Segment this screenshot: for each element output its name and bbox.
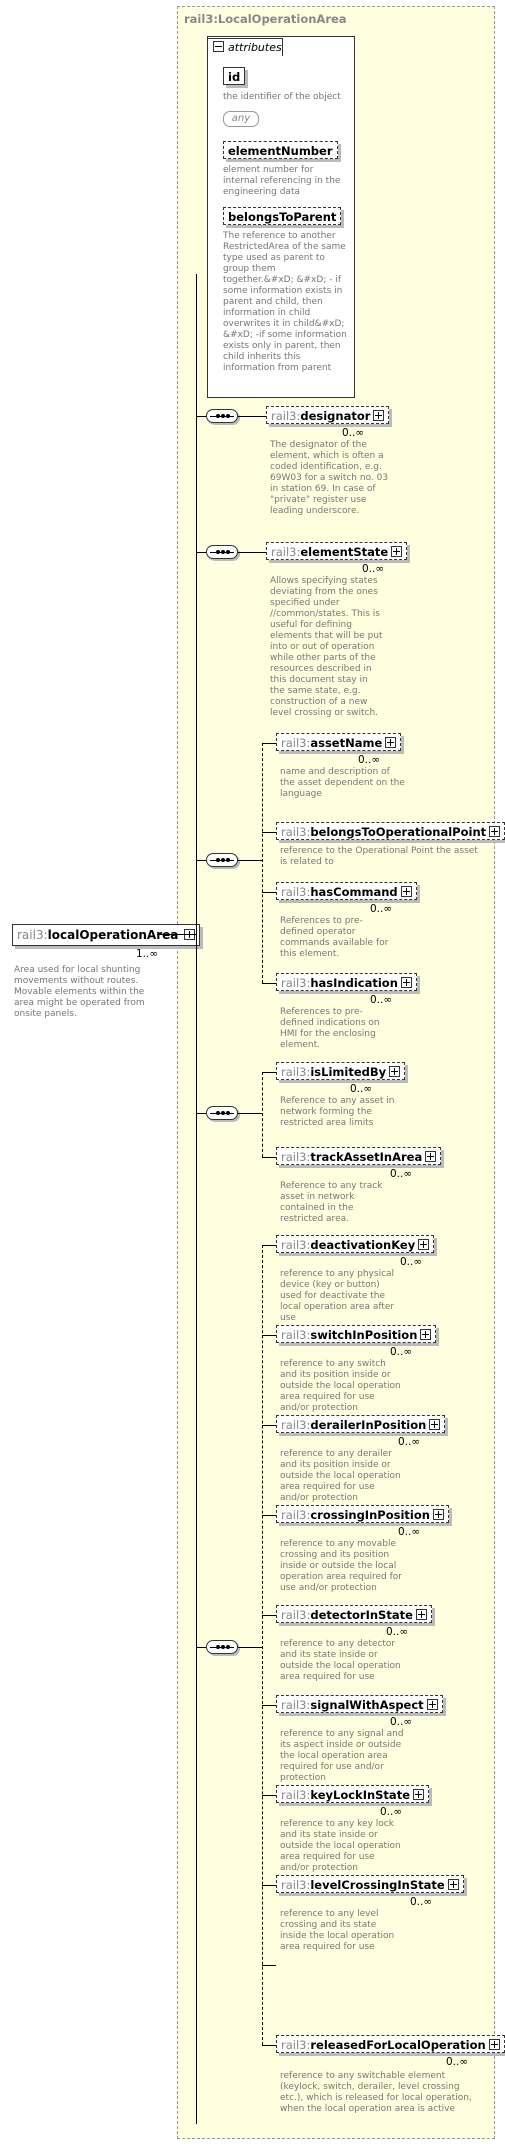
element-derailerInPosition[interactable]: rail3:derailerInPosition xyxy=(276,1415,446,1433)
collapse-icon[interactable] xyxy=(213,41,224,52)
element-detectorInState[interactable]: rail3:detectorInState xyxy=(276,1605,432,1623)
expand-icon[interactable] xyxy=(389,1066,401,1077)
element-crossingInPosition[interactable]: rail3:crossingInPosition xyxy=(276,1505,449,1523)
mult-switchInPosition: 0..∞ xyxy=(390,1346,413,1358)
main-spine xyxy=(196,274,197,2124)
mult-hasIndication: 0..∞ xyxy=(370,994,393,1006)
mult-designator: 0..∞ xyxy=(342,427,365,439)
element-elementState[interactable]: rail3:elementState xyxy=(266,542,408,560)
element-designator[interactable]: rail3:designator xyxy=(266,406,390,424)
expand-icon[interactable] xyxy=(415,1609,427,1620)
expand-icon[interactable] xyxy=(373,410,385,421)
desc-trackAssetInArea: Reference to any track asset in network … xyxy=(280,1181,383,1224)
element-keyLockInState[interactable]: rail3:keyLockInState xyxy=(276,1785,429,1803)
desc-switchInPosition: reference to any switch and its position… xyxy=(280,1359,401,1413)
sequence-4 xyxy=(206,1106,238,1120)
mult-trackAssetInArea: 0..∞ xyxy=(390,1168,413,1180)
expand-icon[interactable] xyxy=(420,1329,432,1340)
element-levelCrossingInState[interactable]: rail3:levelCrossingInState xyxy=(276,1875,464,1893)
attr-belongsToParent[interactable]: belongsToParent xyxy=(223,207,342,225)
mult-signalWithAspect: 0..∞ xyxy=(390,1716,413,1728)
attr-id-desc: the identifier of the object xyxy=(223,92,341,102)
mult-hasCommand: 0..∞ xyxy=(370,903,393,915)
element-hasIndication[interactable]: rail3:hasIndication xyxy=(276,973,417,991)
attributes-label: attributes xyxy=(228,41,282,54)
sequence-2 xyxy=(206,545,238,559)
desc-keyLockInState: reference to any key lock and its state … xyxy=(280,1819,401,1873)
desc-assetName: name and description of the asset depend… xyxy=(280,767,405,799)
expand-icon[interactable] xyxy=(400,886,412,897)
element-releasedForLocalOperation[interactable]: rail3:releasedForLocalOperation xyxy=(276,2035,505,2053)
expand-icon[interactable] xyxy=(447,1879,459,1890)
mult-elementState: 0..∞ xyxy=(362,563,385,575)
mult-derailerInPosition: 0..∞ xyxy=(398,1436,421,1448)
desc-hasCommand: References to pre-defined operator comma… xyxy=(280,916,389,959)
expand-icon[interactable] xyxy=(400,977,412,988)
desc-crossingInPosition: reference to any movable crossing and it… xyxy=(280,1539,402,1593)
expand-icon[interactable] xyxy=(426,1699,438,1710)
desc-signalWithAspect: reference to any signal and its aspect i… xyxy=(280,1729,404,1783)
expand-icon[interactable] xyxy=(391,546,403,557)
element-belongsToOperationalPoint[interactable]: rail3:belongsToOperationalPoint xyxy=(276,822,505,840)
desc-belongsToOperationalPoint: reference to the Operational Point the a… xyxy=(280,846,478,867)
attr-belongsToParent-desc: The reference to another RestrictedArea … xyxy=(223,231,347,373)
desc-hasIndication: References to pre-defined indications on… xyxy=(280,1007,380,1050)
element-hasCommand[interactable]: rail3:hasCommand xyxy=(276,882,417,900)
desc-deactivationKey: reference to any physical device (key or… xyxy=(280,1269,395,1323)
element-assetName[interactable]: rail3:assetName xyxy=(276,733,402,751)
desc-elementState: Allows specifying states deviating from … xyxy=(270,576,383,718)
mult-deactivationKey: 0..∞ xyxy=(400,1256,423,1268)
element-signalWithAspect[interactable]: rail3:signalWithAspect xyxy=(276,1695,443,1713)
root-element[interactable]: rail3:localOperationArea xyxy=(12,924,201,946)
mult-releasedForLocalOperation: 0..∞ xyxy=(446,2056,469,2068)
mult-assetName: 0..∞ xyxy=(358,754,381,766)
mult-isLimitedBy: 0..∞ xyxy=(350,1083,373,1095)
attributes-tab[interactable]: attributes xyxy=(207,38,283,56)
desc-levelCrossingInState: reference to any level crossing and its … xyxy=(280,1909,395,1952)
sequence-5 xyxy=(206,1640,238,1654)
desc-derailerInPosition: reference to any derailer and its positi… xyxy=(280,1449,401,1503)
element-isLimitedBy[interactable]: rail3:isLimitedBy xyxy=(276,1062,406,1080)
expand-icon[interactable] xyxy=(413,1789,424,1800)
attr-id[interactable]: id xyxy=(223,67,246,85)
element-trackAssetInArea[interactable]: rail3:trackAssetInArea xyxy=(276,1147,442,1165)
mult-keyLockInState: 0..∞ xyxy=(380,1806,403,1818)
desc-releasedForLocalOperation: reference to any switchable element (key… xyxy=(280,2071,472,2114)
sequence-1 xyxy=(206,409,238,423)
mult-detectorInState: 0..∞ xyxy=(386,1626,409,1638)
attr-elementNumber-desc: element number for internal referencing … xyxy=(223,165,341,197)
element-switchInPosition[interactable]: rail3:switchInPosition xyxy=(276,1325,437,1343)
element-deactivationKey[interactable]: rail3:deactivationKey xyxy=(276,1235,435,1253)
expand-icon[interactable] xyxy=(429,1419,441,1430)
type-title: rail3:LocalOperationArea xyxy=(184,12,347,26)
attr-elementNumber[interactable]: elementNumber xyxy=(223,141,338,159)
mult-crossingInPosition: 0..∞ xyxy=(398,1526,421,1538)
connector xyxy=(157,934,197,935)
root-mult: 1..∞ xyxy=(136,948,159,960)
expand-icon[interactable] xyxy=(488,2039,500,2050)
expand-icon[interactable] xyxy=(385,737,397,748)
desc-detectorInState: reference to any detector and its state … xyxy=(280,1639,401,1682)
desc-designator: The designator of the element, which is … xyxy=(270,440,389,516)
sequence-3 xyxy=(206,853,238,867)
expand-icon[interactable] xyxy=(425,1151,437,1162)
expand-icon[interactable] xyxy=(489,826,501,837)
expand-icon[interactable] xyxy=(418,1239,430,1250)
expand-icon[interactable] xyxy=(432,1509,444,1520)
root-desc: Area used for local shunting movements w… xyxy=(14,965,145,1019)
mult-levelCrossingInState: 0..∞ xyxy=(410,1896,433,1908)
desc-isLimitedBy: Reference to any asset in network formin… xyxy=(280,1096,395,1128)
any-attribute: any xyxy=(223,111,259,127)
